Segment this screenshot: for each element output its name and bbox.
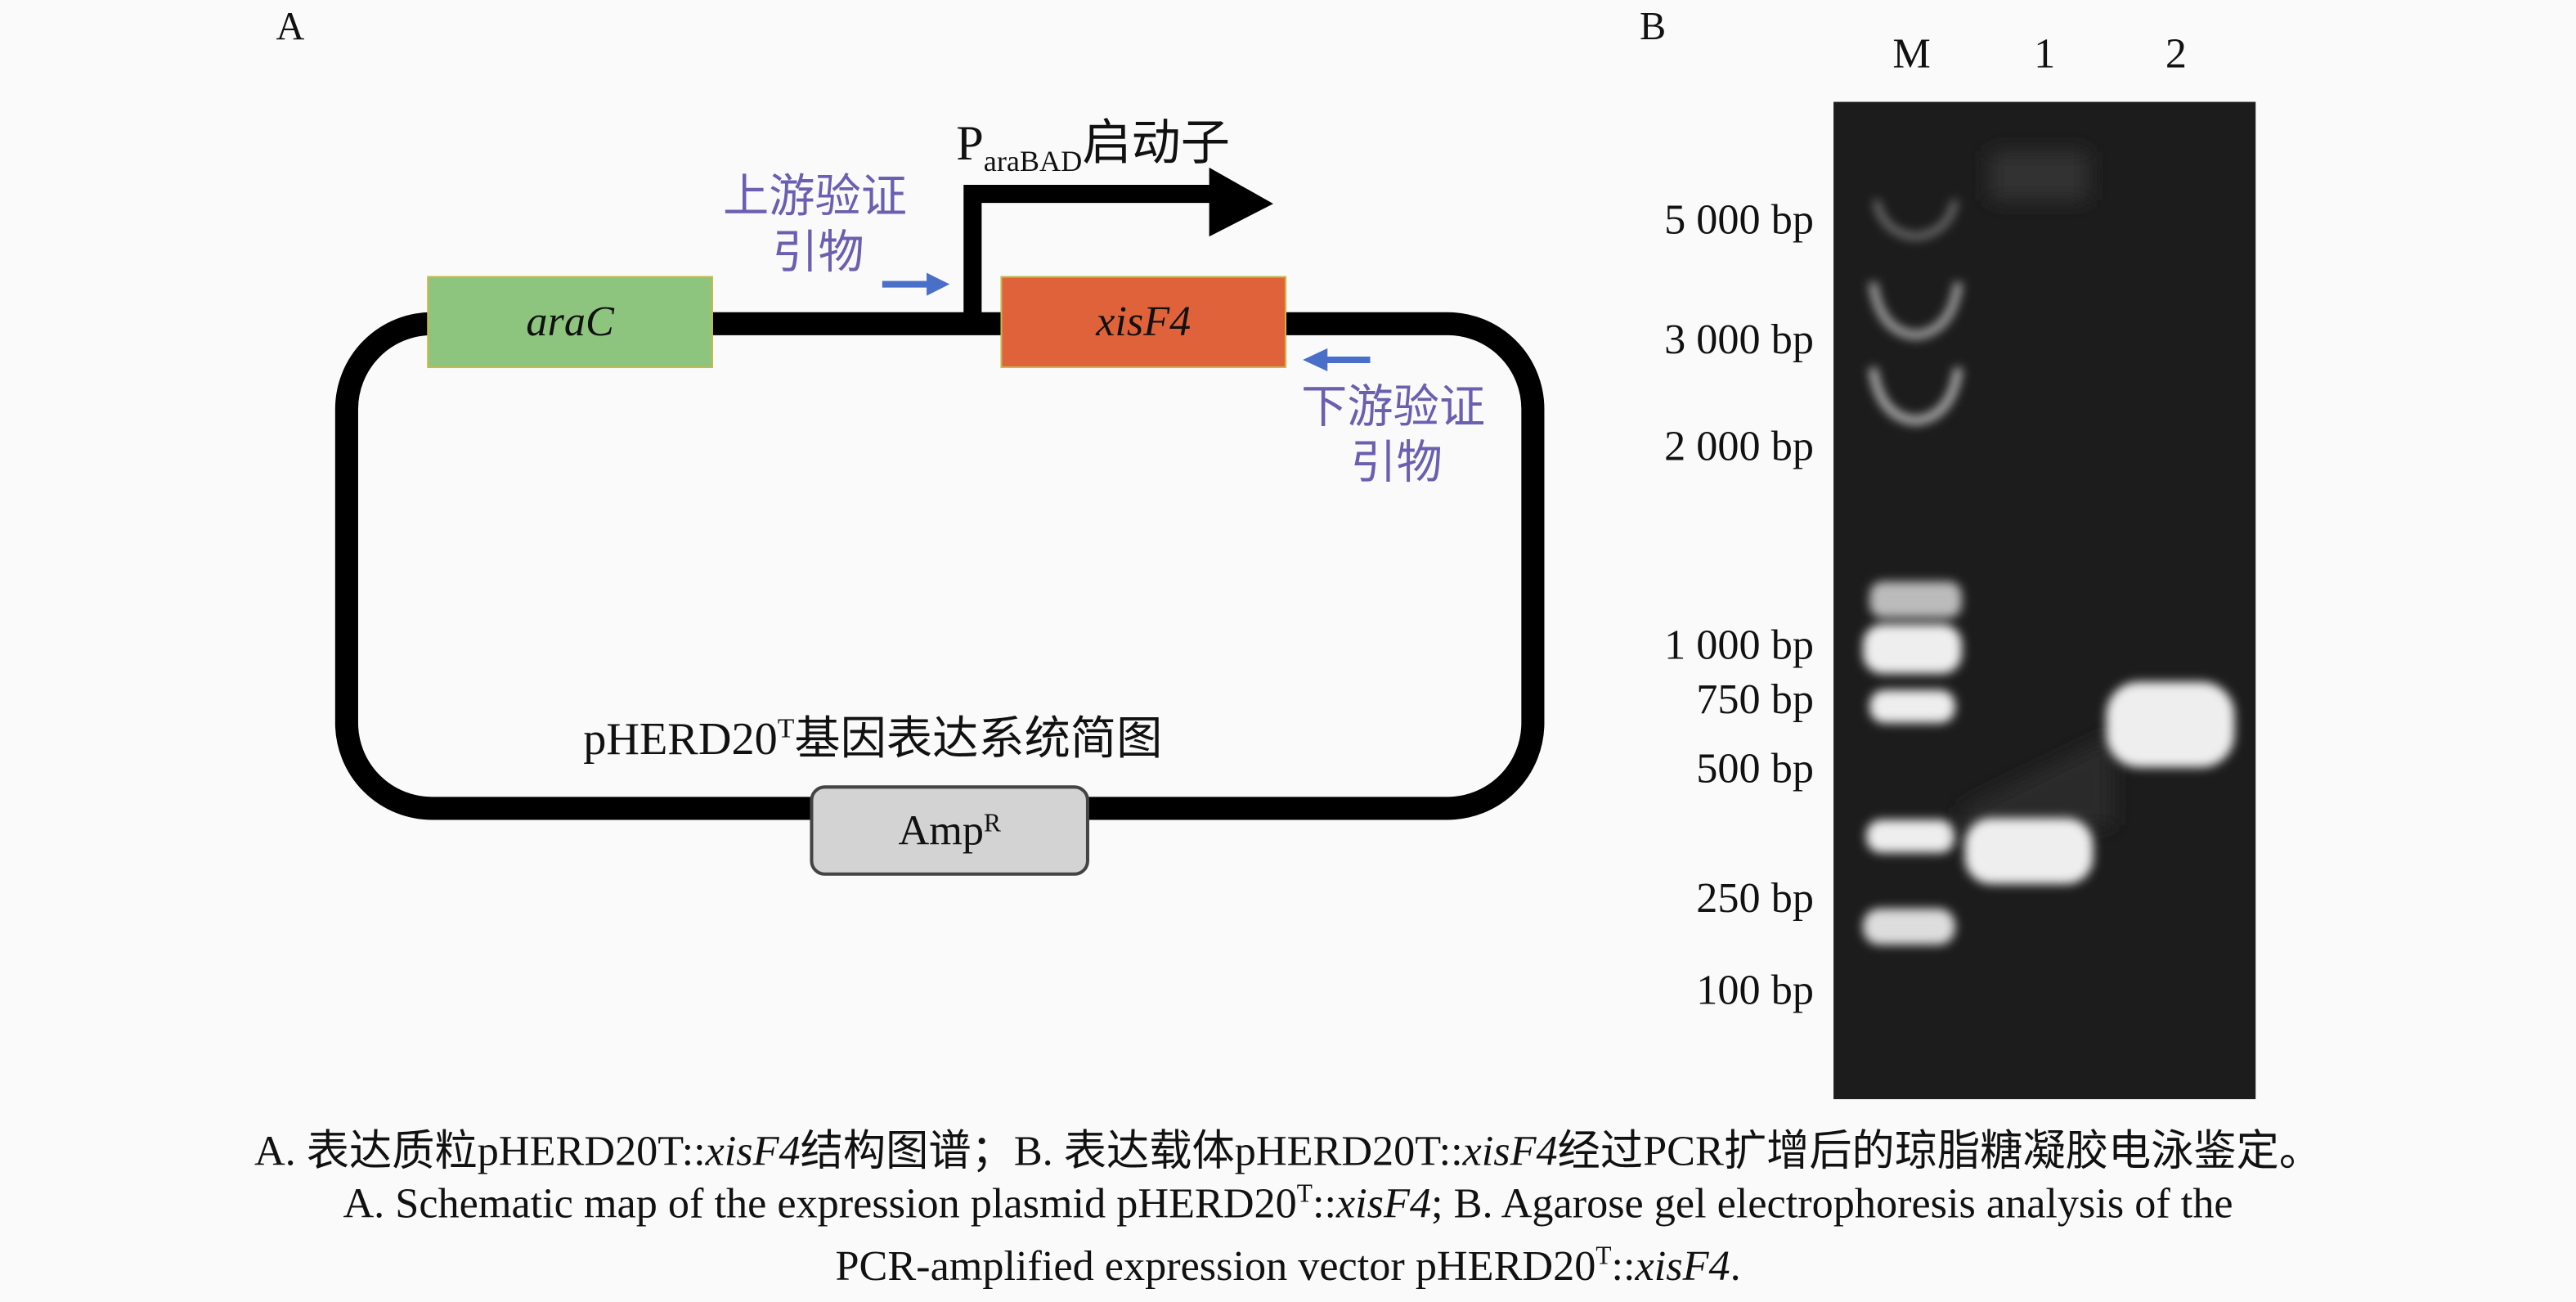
lane-label-2: 2	[2165, 29, 2187, 78]
marker-250: 250 bp	[1696, 873, 1814, 923]
gel-image	[1833, 101, 2256, 1100]
xisf4-label: xisF4	[1096, 297, 1192, 345]
panel-a-label: A	[276, 7, 305, 50]
lane-label-m: M	[1892, 29, 1931, 78]
marker-1000: 1 000 bp	[1664, 621, 1814, 669]
ladder-band-1000	[1869, 581, 1962, 618]
promoter-arrowhead	[1209, 167, 1273, 237]
xisf4-gene-box: xisF4	[1000, 276, 1287, 369]
ampr-sup: R	[983, 809, 1001, 837]
marker-3000: 3 000 bp	[1664, 315, 1814, 363]
marker-750: 750 bp	[1696, 675, 1814, 723]
caption-zh: A. 表达质粒pHERD20T::xisF4结构图谱；B. 表达载体pHERD2…	[254, 1127, 2322, 1175]
marker-2000: 2 000 bp	[1664, 422, 1814, 470]
ladder-lane	[1863, 200, 1963, 945]
panel-b-label: B	[1639, 7, 1667, 50]
promoter-arrow-line	[963, 185, 1213, 322]
downstream-primer-label: 下游验证引物	[1301, 383, 1486, 490]
marker-5000: 5 000 bp	[1664, 195, 1814, 244]
caption-en-line1: A. Schematic map of the expression plasm…	[343, 1179, 2233, 1228]
arac-gene-box: araC	[427, 276, 713, 369]
ladder-band-250	[1866, 819, 1955, 853]
marker-100: 100 bp	[1696, 966, 1814, 1014]
ladder-band-500	[1869, 689, 1955, 723]
ladder-band-5000	[1873, 200, 1959, 240]
lane1-band	[1964, 818, 2094, 884]
lane1-well-smear	[1989, 150, 2089, 201]
marker-500: 500 bp	[1696, 744, 1814, 792]
caption-en-line2: PCR-amplified expression vector pHERD20T…	[835, 1241, 1741, 1291]
arac-label: araC	[526, 297, 614, 345]
ampr-label: Amp	[898, 806, 984, 854]
lane-label-1: 1	[2034, 29, 2056, 78]
ladder-band-3000	[1869, 281, 1963, 339]
ladder-band-100	[1863, 908, 1955, 945]
system-title: pHERD20T基因表达系统简图	[583, 712, 1163, 766]
ladder-band-2000	[1869, 367, 1963, 425]
upstream-primer-label: 上游验证引物	[722, 172, 907, 280]
ladder-band-750	[1863, 624, 1962, 674]
promoter-label: ParaBAD启动子	[956, 116, 1231, 177]
lane2-band	[2106, 681, 2235, 768]
